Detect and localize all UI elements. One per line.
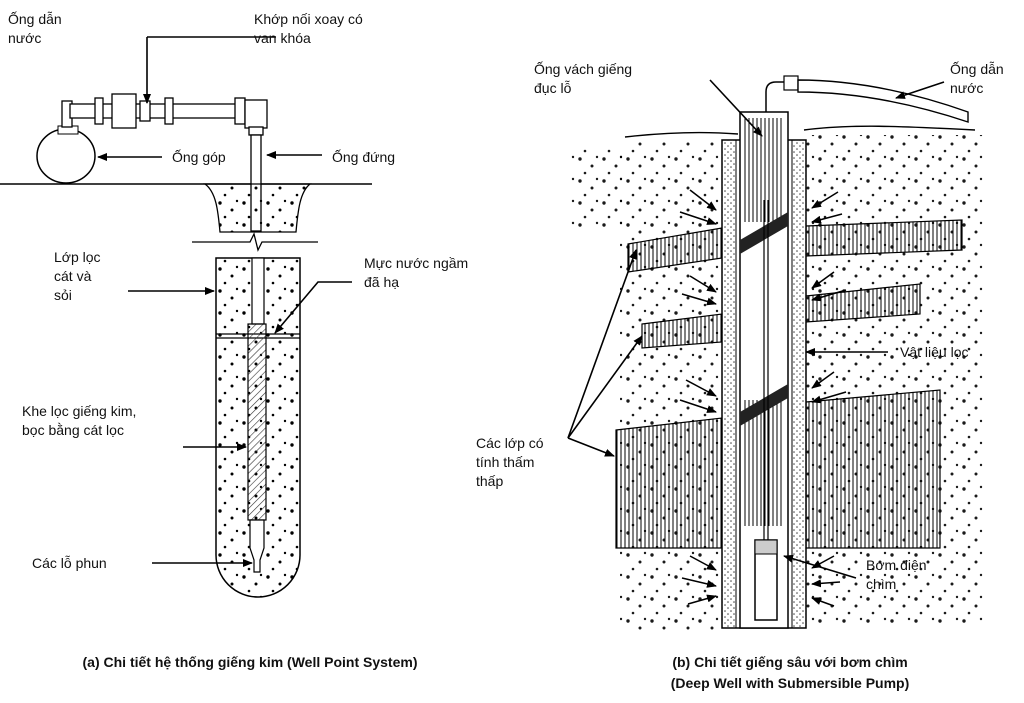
low-perm-layer: [615, 417, 723, 549]
label-pump: Bơm điện chìm: [866, 557, 927, 592]
header-pipe: [36, 128, 96, 184]
label-water-pipe-a: Ống dẫn nước: [8, 11, 62, 46]
label-filter-material: Vật liệu lọc: [900, 344, 969, 360]
label-water-level: Mực nước ngầm đã hạ: [364, 255, 469, 290]
well-screen: [247, 323, 267, 521]
surface-filter-fill: [203, 183, 312, 233]
jet-nozzle: [249, 519, 265, 573]
label-riser-pipe: Ống đứng: [332, 149, 396, 165]
label-filter-layer: Lớp lọc cát và sỏi: [54, 249, 101, 303]
label-casing: Ống vách giếng đục lỗ: [534, 61, 633, 96]
caption-b: (b) Chi tiết giếng sâu với bơm chìm (Dee…: [670, 654, 910, 691]
valve: [783, 75, 799, 91]
label-swivel-joint: Khớp nối xoay có van khóa: [254, 11, 363, 46]
break-line: [192, 232, 318, 252]
deep-well-system: [567, 75, 986, 630]
well-point-system: [0, 36, 372, 598]
riser-lower: [251, 257, 265, 325]
water-discharge-pipe: [797, 79, 969, 123]
label-water-pipe-b: Ống dẫn nước: [950, 61, 1004, 96]
label-header-pipe: Ống góp: [172, 149, 226, 165]
label-well-screen: Khe lọc giếng kim, bọc bằng cát lọc: [22, 403, 137, 438]
caption-a: (a) Chi tiết hệ thống giếng kim (Well Po…: [82, 654, 418, 670]
label-jet-holes: Các lỗ phun: [32, 555, 107, 571]
swivel-joint-pipe: [61, 93, 268, 136]
label-low-perm-layers: Các lớp có tính thấm thấp: [476, 435, 544, 489]
